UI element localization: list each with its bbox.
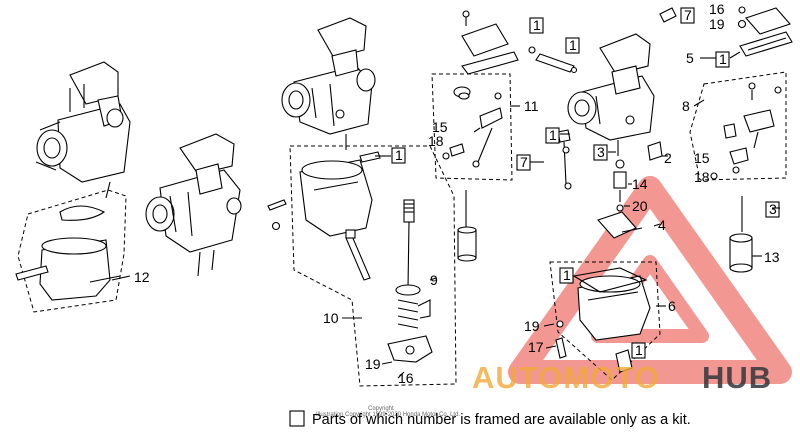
- framed-number-legend-box: [289, 410, 305, 427]
- callout-17: 17: [528, 339, 544, 355]
- callout-16-top: 16: [709, 1, 725, 17]
- callout-4: 4: [658, 217, 666, 233]
- carburetor-assembly-c: [281, 17, 376, 150]
- callout-13: 13: [764, 249, 780, 265]
- callout-5-framed: 1: [719, 51, 727, 67]
- callout-11: 11: [524, 98, 539, 114]
- callout-1-screw: 1: [549, 127, 557, 143]
- callout-frames: [391, 7, 780, 359]
- top-cover-5-group: [659, 6, 793, 57]
- float-bowl-kit-6-group: [549, 261, 661, 381]
- callout-labels: 1 1 1 1 1 1 2 3 3 4 5 1 6 7 7 8 9 10 11 …: [134, 1, 780, 386]
- jet-kit-8-group: [689, 71, 787, 181]
- callout-7-top: 7: [684, 7, 692, 23]
- float-chamber-12-group: [15, 189, 127, 313]
- callout-1-float-bowl: 1: [395, 147, 403, 163]
- copyright-label: Copyright: [368, 406, 394, 412]
- callout-12: 12: [134, 269, 150, 285]
- top-cap-parts: [461, 10, 578, 75]
- copyright-text: Illustration Copyright 1999-2020 Honda M…: [316, 412, 460, 418]
- right-slide-13-group: [729, 196, 753, 273]
- carburetor-assembly-b: [145, 133, 242, 277]
- carburetor-assembly-d: [567, 33, 655, 156]
- callout-10: 10: [323, 310, 339, 326]
- callout-18-left: 18: [428, 133, 444, 149]
- callout-16-bottom: 16: [398, 370, 414, 386]
- callout-8: 8: [682, 98, 690, 114]
- callout-18-right: 18: [694, 169, 710, 185]
- slide-needle-assembly: [457, 190, 477, 262]
- leader-lines: [111, 51, 780, 379]
- callout-3-framed: 3: [597, 144, 605, 160]
- kit-availability-note: Parts of which number is framed are avai…: [312, 412, 691, 428]
- float-bowl-kit-10-group: [267, 145, 457, 387]
- callout-5: 5: [686, 50, 694, 66]
- callout-19-left: 19: [365, 356, 381, 372]
- needle-valve-kit-9-group: [387, 199, 433, 363]
- callout-2: 2: [664, 150, 672, 166]
- callout-1-cap: 1: [533, 17, 541, 33]
- callout-6: 6: [668, 298, 676, 314]
- callout-9: 9: [430, 272, 438, 288]
- callout-14: 14: [632, 176, 648, 192]
- callout-20: 20: [632, 198, 648, 214]
- carburetor-assembly-a: [35, 61, 131, 199]
- callout-1-pin: 1: [569, 37, 577, 53]
- callout-19-right: 19: [524, 318, 540, 334]
- callout-7-left: 7: [520, 154, 528, 170]
- callout-1-plug: 1: [635, 342, 643, 358]
- jet-kit-11-group: [431, 73, 513, 181]
- callout-15-left: 15: [432, 119, 448, 135]
- watermark-text: AUTOMOTO HUB: [472, 360, 772, 395]
- callout-3-right: 3: [769, 201, 777, 217]
- callout-15-right: 15: [694, 150, 710, 166]
- watermark-hub: HUB: [702, 360, 772, 395]
- callout-19-top: 19: [709, 16, 725, 32]
- footer: Copyright Illustration Copyright 1999-20…: [289, 406, 691, 428]
- watermark-automoto: AUTOMOTO: [472, 360, 660, 395]
- vertical-small-parts: [557, 129, 663, 239]
- callout-1-gasket: 1: [563, 267, 571, 283]
